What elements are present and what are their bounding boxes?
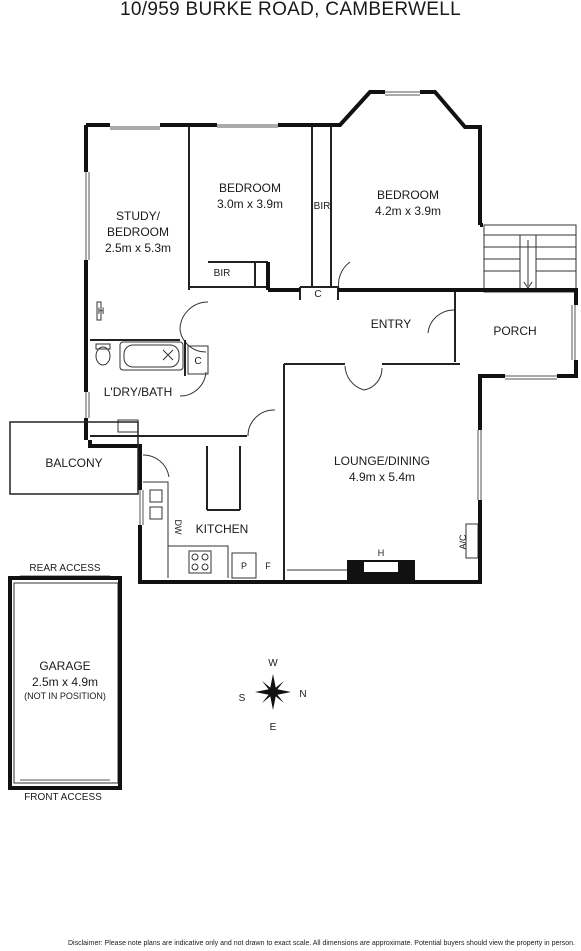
pantry-label: P [241, 561, 247, 571]
bedroom1-dims: 3.0m x 3.9m [217, 197, 283, 211]
study-name-2: BEDROOM [107, 225, 169, 239]
plan-title: 10/959 BURKE ROAD, CAMBERWELL [120, 0, 461, 20]
kitchen-fixtures [143, 481, 479, 579]
entry-cupboard: C [314, 289, 321, 300]
bedroom1-bir: BIR [214, 268, 231, 279]
fridge-label: F [265, 561, 271, 571]
bedroom2-name: BEDROOM [377, 188, 439, 202]
lounge-dims: 4.9m x 5.4m [349, 470, 415, 484]
fireplace [347, 560, 415, 582]
entry-name: ENTRY [371, 317, 411, 331]
compass-rose [255, 674, 291, 710]
lounge-heater: H [378, 548, 385, 558]
bathroom-fixtures [95, 301, 209, 433]
dishwasher-label: DW [173, 520, 183, 535]
stairs [483, 224, 577, 293]
rear-access-label: REAR ACCESS [29, 563, 100, 574]
study-heater: H [98, 306, 105, 316]
garage-dims: 2.5m x 4.9m [32, 675, 98, 689]
lounge-name: LOUNGE/DINING [334, 454, 430, 468]
balcony-outline [9, 421, 139, 495]
laundry-bath-name: L'DRY/BATH [104, 385, 173, 399]
exterior-walls [84, 90, 578, 584]
study-dims: 2.5m x 5.3m [105, 241, 171, 255]
compass-south: S [239, 693, 246, 704]
doors [142, 261, 456, 478]
compass-east: E [270, 722, 277, 733]
vertical-bir: BIR [314, 201, 331, 212]
windows [20, 91, 576, 784]
bedroom1-name: BEDROOM [219, 181, 281, 195]
disclaimer: Disclaimer: Please note plans are indica… [68, 940, 575, 947]
bedroom2-dims: 4.2m x 3.9m [375, 204, 441, 218]
study-name-1: STUDY/ [116, 209, 161, 223]
garage-note: (NOT IN POSITION) [24, 691, 106, 701]
compass-west: W [268, 658, 278, 669]
garage-name: GARAGE [39, 659, 90, 673]
bath-cupboard: C [194, 356, 201, 367]
front-access-label: FRONT ACCESS [24, 792, 102, 803]
compass-north: N [299, 689, 306, 700]
porch-name: PORCH [493, 324, 536, 338]
balcony-name: BALCONY [45, 456, 102, 470]
kitchen-name: KITCHEN [196, 522, 249, 536]
interior-walls [90, 124, 460, 580]
aircon-label: A/C [458, 534, 468, 550]
garage-outline [8, 576, 122, 790]
room-labels: STUDY/ BEDROOM 2.5m x 5.3m BEDROOM 3.0m … [24, 181, 537, 803]
